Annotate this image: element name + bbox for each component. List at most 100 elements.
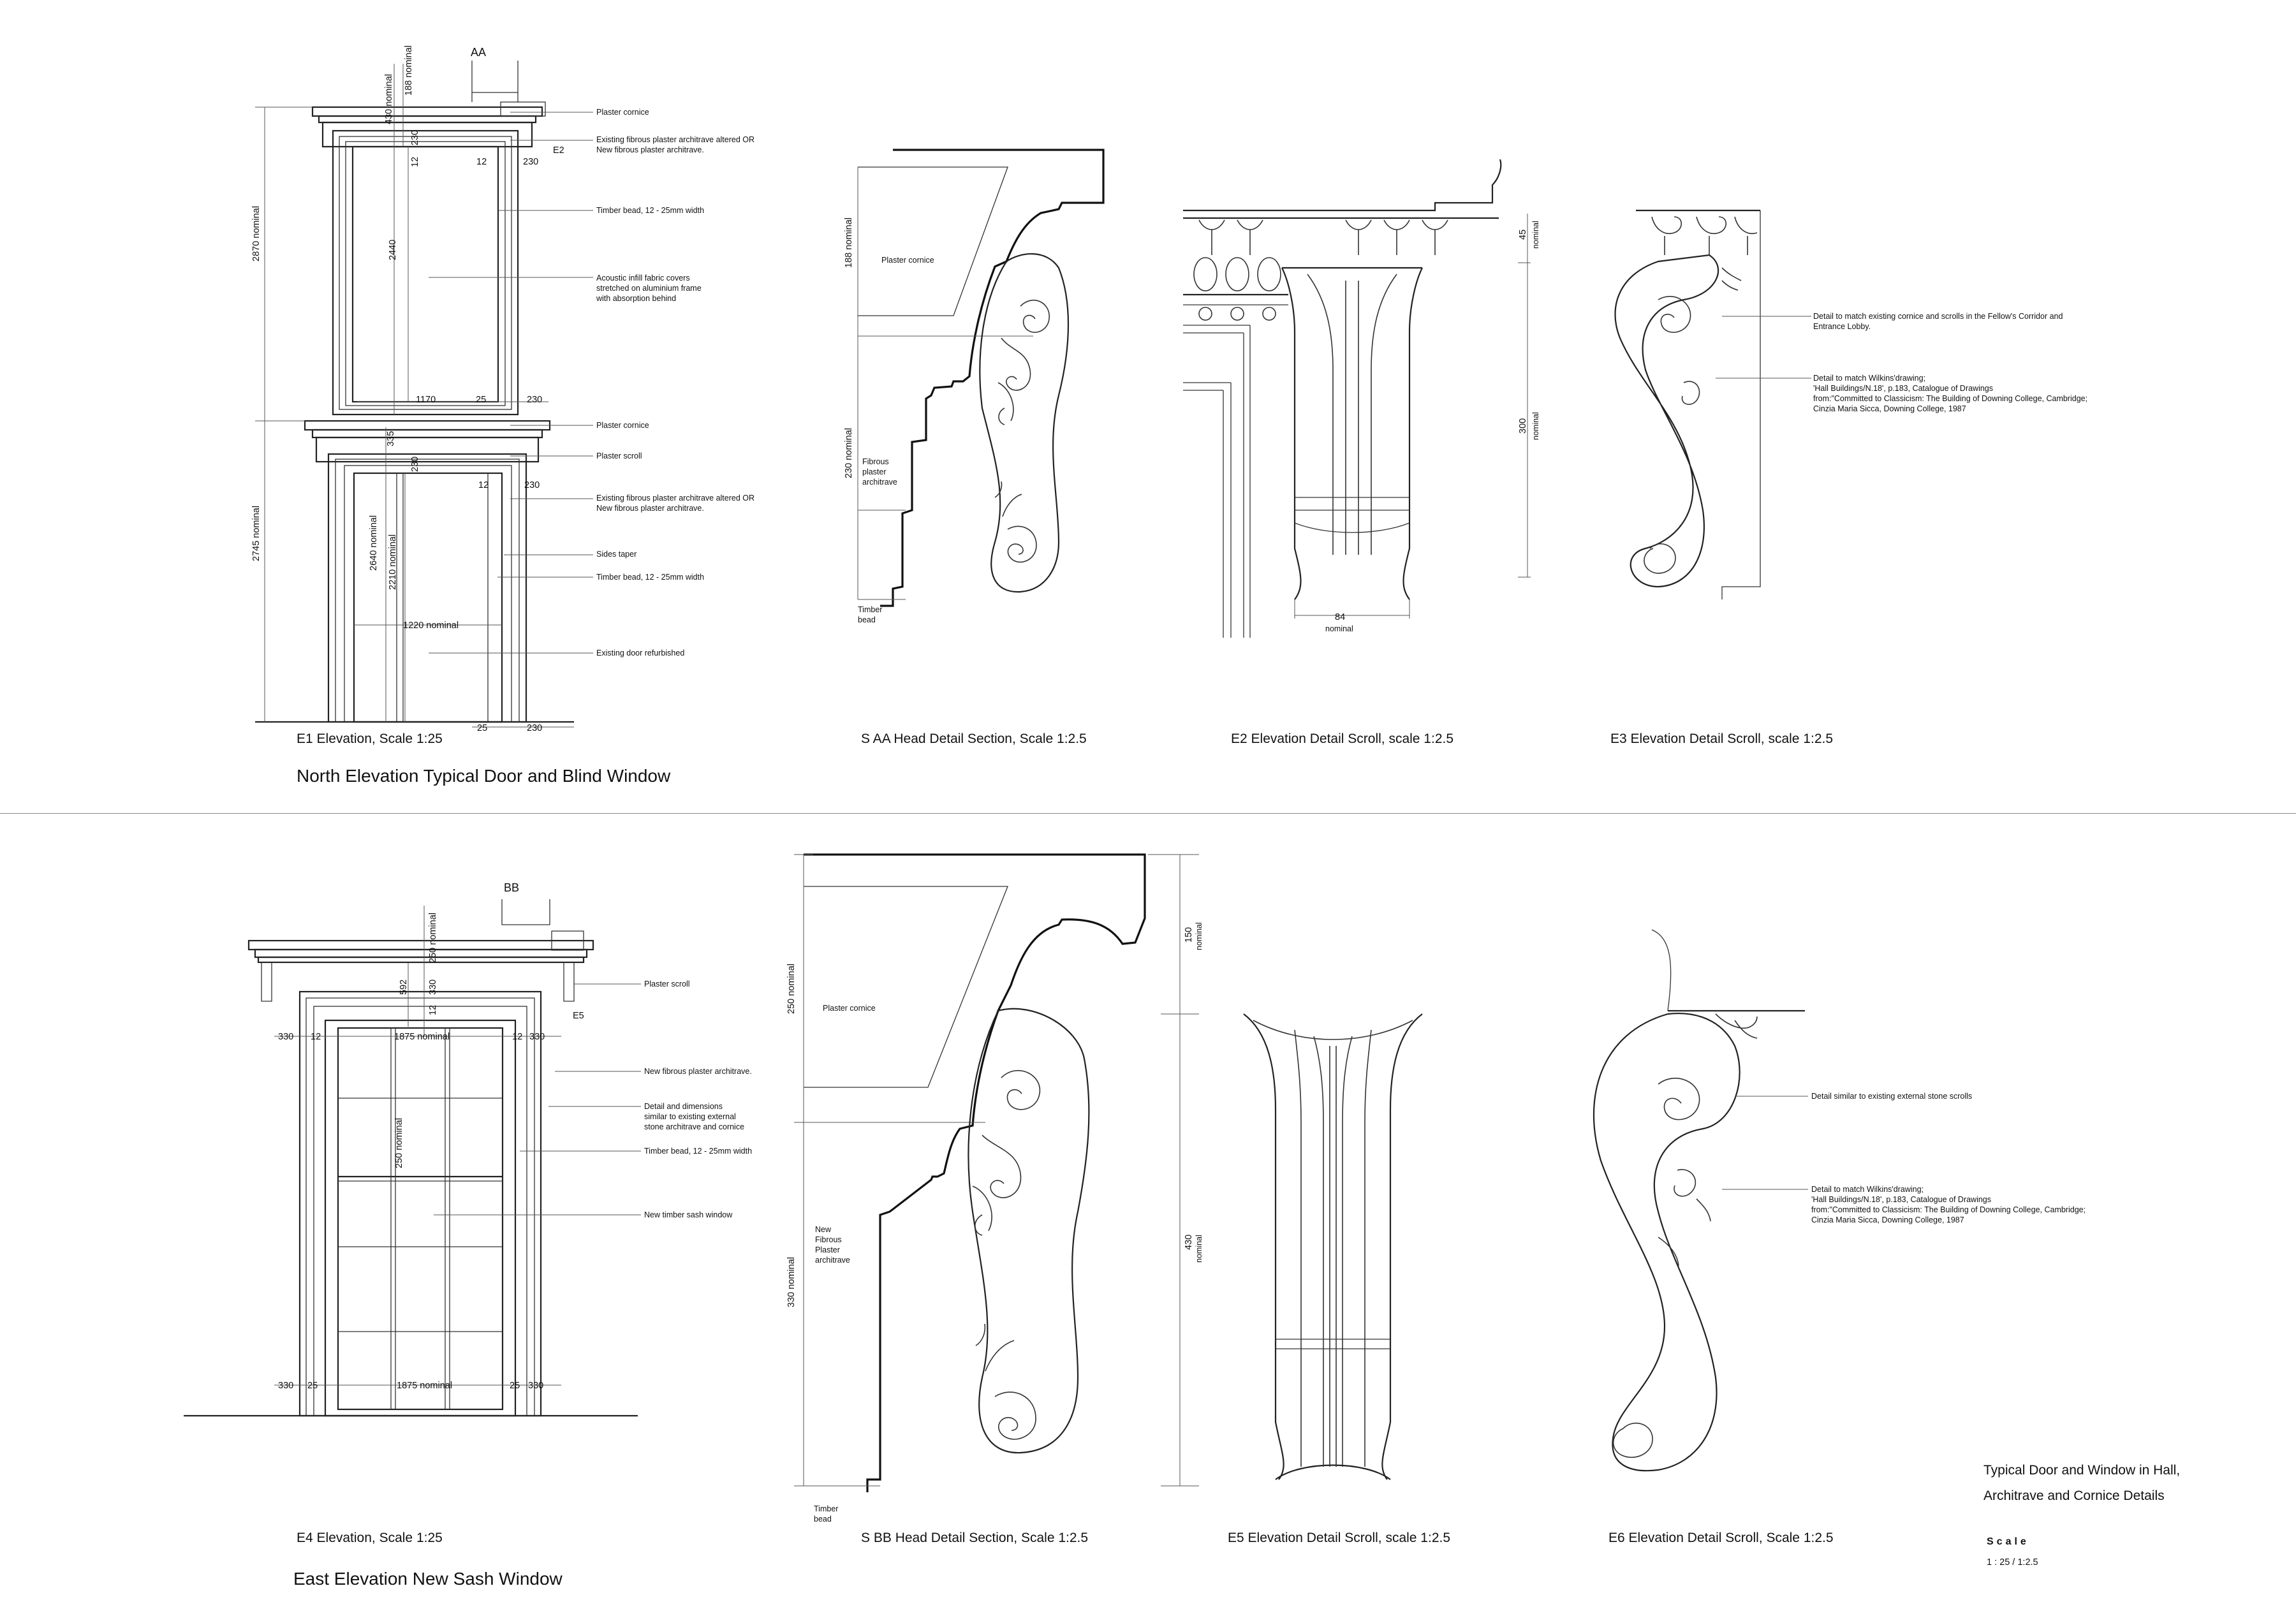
svg-text:12: 12 xyxy=(410,157,420,167)
section-marker-aa: AA xyxy=(471,46,486,59)
svg-text:stretched on aluminium frame: stretched on aluminium frame xyxy=(596,284,702,293)
heading-east-elevation: East Elevation New Sash Window xyxy=(293,1569,563,1589)
caption-e1: E1 Elevation, Scale 1:25 xyxy=(297,731,443,746)
e6-detail-scroll: Detail similar to existing external ston… xyxy=(1593,929,2086,1472)
e2-detail-scroll: 45 nominal 300 nominal 84 nominal xyxy=(1183,159,1540,638)
svg-text:2440: 2440 xyxy=(388,240,398,260)
svg-text:330 nominal: 330 nominal xyxy=(786,1257,797,1307)
e1-elevation: AA E2 2870 nominal 2745 nominal 430 nomi… xyxy=(251,45,754,733)
svg-text:Sides taper: Sides taper xyxy=(596,550,637,559)
svg-text:Timber: Timber xyxy=(814,1504,838,1513)
svg-text:250 nominal: 250 nominal xyxy=(786,964,797,1014)
svg-text:Acoustic infill fabric covers: Acoustic infill fabric covers xyxy=(596,274,690,283)
svg-text:430 nominal: 430 nominal xyxy=(384,74,394,124)
svg-text:similar to existing external: similar to existing external xyxy=(644,1112,736,1121)
svg-text:from:"Committed to Classicism:: from:"Committed to Classicism: The Build… xyxy=(1813,394,2087,403)
svg-text:12: 12 xyxy=(476,157,487,167)
caption-e3: E3 Elevation Detail Scroll, scale 1:2.5 xyxy=(1610,731,1833,746)
caption-sbb: S BB Head Detail Section, Scale 1:2.5 xyxy=(861,1531,1088,1545)
svg-text:Plaster cornice: Plaster cornice xyxy=(823,1004,876,1013)
svg-text:Plaster: Plaster xyxy=(815,1245,840,1254)
e3-detail-scroll: Detail to match existing cornice and scr… xyxy=(1614,209,2087,599)
svg-text:12: 12 xyxy=(478,480,489,490)
e5-detail-scroll xyxy=(1243,1013,1423,1480)
svg-text:Plaster scroll: Plaster scroll xyxy=(644,980,690,988)
svg-text:230: 230 xyxy=(527,395,542,405)
svg-text:Fibrous: Fibrous xyxy=(862,457,889,466)
svg-text:230: 230 xyxy=(410,457,420,472)
svg-text:84: 84 xyxy=(1335,612,1345,622)
svg-text:Fibrous: Fibrous xyxy=(815,1235,842,1244)
svg-text:230: 230 xyxy=(523,157,538,167)
sheet-title-line2: Architrave and Cornice Details xyxy=(1983,1488,2165,1503)
svg-text:Plaster cornice: Plaster cornice xyxy=(881,256,934,265)
svg-text:stone architrave and cornice: stone architrave and cornice xyxy=(644,1122,744,1131)
scale-label: Scale xyxy=(1987,1536,2029,1547)
svg-text:New timber sash window: New timber sash window xyxy=(644,1210,733,1219)
heading-north-elevation: North Elevation Typical Door and Blind W… xyxy=(297,766,671,786)
svg-text:nominal: nominal xyxy=(1531,412,1540,440)
sheet-divider xyxy=(0,813,2296,814)
svg-text:330: 330 xyxy=(278,1032,293,1042)
svg-text:Timber: Timber xyxy=(858,605,882,614)
svg-text:592: 592 xyxy=(399,980,409,995)
svg-text:Cinzia Maria Sicca, Downing Co: Cinzia Maria Sicca, Downing College, 198… xyxy=(1813,404,1966,413)
svg-text:250 nominal: 250 nominal xyxy=(394,1118,404,1168)
svg-text:1875 nominal: 1875 nominal xyxy=(397,1381,452,1391)
svg-text:Plaster scroll: Plaster scroll xyxy=(596,452,642,460)
svg-text:architrave: architrave xyxy=(815,1256,850,1265)
svg-text:330: 330 xyxy=(528,1381,543,1391)
e4-elevation: BB E5 250 nominal 592 330 12 330 12 18 xyxy=(184,881,752,1417)
svg-text:from:"Committed to Classicism:: from:"Committed to Classicism: The Build… xyxy=(1811,1205,2086,1214)
svg-text:Detail to match Wilkins'drawin: Detail to match Wilkins'drawing; xyxy=(1811,1185,1924,1194)
svg-text:nominal: nominal xyxy=(1531,221,1540,249)
svg-text:25: 25 xyxy=(477,723,487,733)
svg-text:with absorption behind: with absorption behind xyxy=(596,294,676,303)
svg-text:Detail similar to existing ext: Detail similar to existing external ston… xyxy=(1811,1092,1972,1101)
svg-text:plaster: plaster xyxy=(862,467,887,476)
scale-value: 1 : 25 / 1:2.5 xyxy=(1987,1557,2038,1568)
svg-text:25: 25 xyxy=(510,1381,520,1391)
svg-text:bead: bead xyxy=(858,615,876,624)
svg-text:New fibrous plaster architrave: New fibrous plaster architrave. xyxy=(596,145,704,154)
svg-text:1170: 1170 xyxy=(416,395,436,405)
svg-text:Existing door refurbished: Existing door refurbished xyxy=(596,649,684,657)
svg-text:250 nominal: 250 nominal xyxy=(428,913,438,963)
svg-text:25: 25 xyxy=(307,1381,318,1391)
svg-text:Entrance Lobby.: Entrance Lobby. xyxy=(1813,322,1871,331)
svg-text:430: 430 xyxy=(1184,1235,1194,1250)
svg-text:12: 12 xyxy=(311,1032,321,1042)
caption-e6: E6 Elevation Detail Scroll, Scale 1:2.5 xyxy=(1608,1531,1834,1545)
svg-text:Detail and dimensions: Detail and dimensions xyxy=(644,1102,723,1111)
caption-saa: S AA Head Detail Section, Scale 1:2.5 xyxy=(861,731,1087,746)
svg-text:Detail to match existing corni: Detail to match existing cornice and scr… xyxy=(1813,312,2063,321)
svg-text:25: 25 xyxy=(476,395,486,405)
svg-text:188 nominal: 188 nominal xyxy=(404,45,414,96)
svg-text:335: 335 xyxy=(386,431,396,446)
svg-text:Timber bead, 12 - 25mm width: Timber bead, 12 - 25mm width xyxy=(644,1147,752,1156)
svg-text:architrave: architrave xyxy=(862,478,897,487)
svg-text:Timber bead, 12 - 25mm width: Timber bead, 12 - 25mm width xyxy=(596,206,704,215)
svg-text:45: 45 xyxy=(1518,230,1528,240)
svg-text:330: 330 xyxy=(428,980,438,995)
svg-text:Detail to match Wilkins'drawin: Detail to match Wilkins'drawing; xyxy=(1813,374,1925,383)
svg-text:nominal: nominal xyxy=(1325,624,1353,633)
svg-text:230: 230 xyxy=(410,130,420,145)
caption-e4: E4 Elevation, Scale 1:25 xyxy=(297,1531,443,1545)
caption-e2: E2 Elevation Detail Scroll, scale 1:2.5 xyxy=(1231,731,1453,746)
svg-text:230: 230 xyxy=(527,723,542,733)
saa-head-section: 188 nominal 230 nominal Plaster cornice … xyxy=(844,149,1105,624)
svg-text:2745 nominal: 2745 nominal xyxy=(251,506,261,561)
svg-text:1875 nominal: 1875 nominal xyxy=(394,1032,450,1042)
svg-text:188 nominal: 188 nominal xyxy=(844,217,854,268)
svg-text:2640 nominal: 2640 nominal xyxy=(369,515,379,571)
svg-text:230 nominal: 230 nominal xyxy=(844,428,854,478)
svg-text:2210 nominal: 2210 nominal xyxy=(388,534,398,590)
svg-text:2870 nominal: 2870 nominal xyxy=(251,206,261,261)
svg-text:12: 12 xyxy=(428,1005,438,1015)
svg-text:New fibrous plaster architrave: New fibrous plaster architrave. xyxy=(596,504,704,513)
svg-text:nominal: nominal xyxy=(1195,922,1203,950)
svg-text:Timber bead, 12 - 25mm width: Timber bead, 12 - 25mm width xyxy=(596,573,704,582)
svg-text:nominal: nominal xyxy=(1195,1235,1203,1263)
